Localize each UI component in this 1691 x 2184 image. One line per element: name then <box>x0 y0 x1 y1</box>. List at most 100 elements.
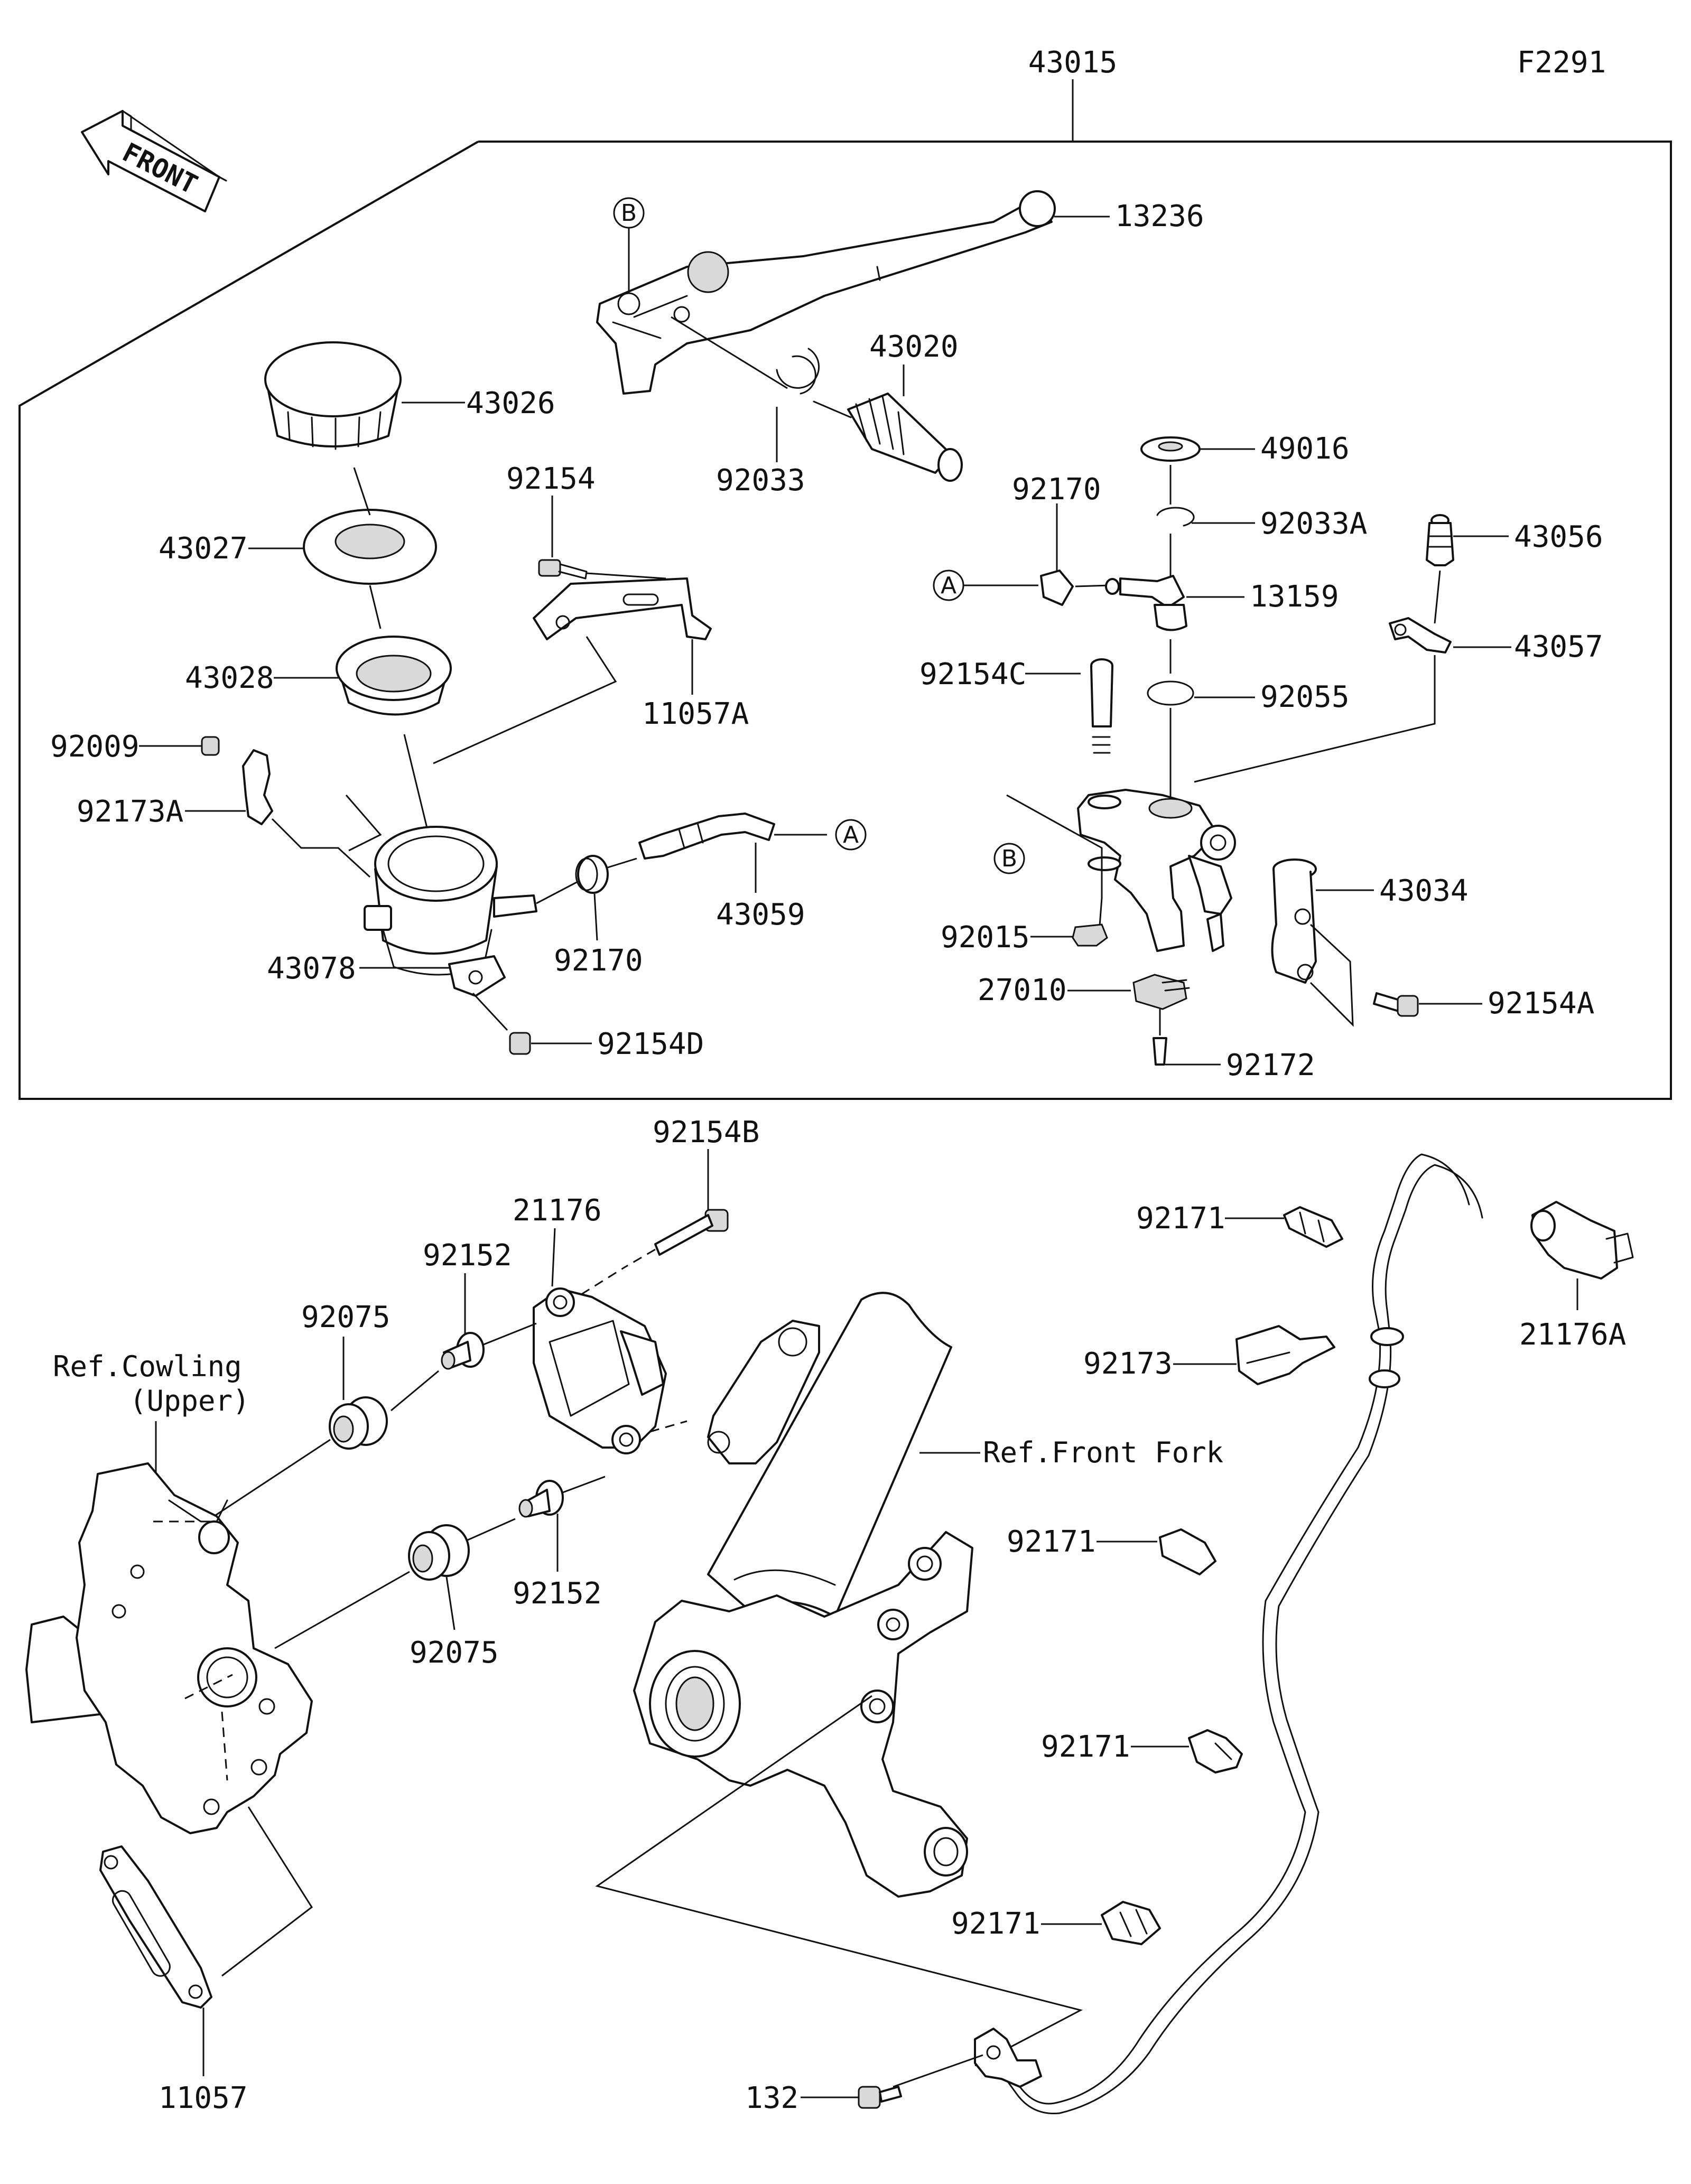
grommet-92075-lower <box>408 1524 470 1581</box>
label-43057: 43057 <box>1514 630 1603 664</box>
clip-92033a <box>1156 507 1195 527</box>
screw-92009 <box>201 736 220 756</box>
switch-27010 <box>1132 974 1190 1010</box>
label-13236: 13236 <box>1115 199 1204 234</box>
clamp-92173a <box>242 749 273 825</box>
fitting-13159 <box>1105 575 1187 631</box>
bolt-132 <box>858 2086 902 2109</box>
label-43034: 43034 <box>1379 874 1469 908</box>
label-43027: 43027 <box>159 531 248 566</box>
bolt-92154 <box>538 559 588 580</box>
label-132: 132 <box>745 2081 798 2115</box>
clip-92171-1 <box>1283 1206 1343 1248</box>
front-fork <box>633 1292 973 1898</box>
front-arrow-icon: FRONT <box>81 110 227 212</box>
ref-cowling-line2: (Upper) <box>129 1384 250 1417</box>
cowling-bracket <box>25 1462 313 1834</box>
cap-43057 <box>1389 617 1452 654</box>
assembly-frame <box>18 141 1672 1100</box>
clip-92171-2 <box>1159 1528 1216 1575</box>
reservoir-cap <box>264 341 402 450</box>
label-92055: 92055 <box>1260 680 1350 714</box>
sensor-21176a <box>995 1153 1634 2115</box>
label-21176a: 21176A <box>1519 1318 1626 1352</box>
label-92154c: 92154C <box>919 657 1026 692</box>
label-92173a: 92173A <box>77 795 183 829</box>
bleeder-43056 <box>1426 514 1454 566</box>
label-92154b: 92154B <box>653 1115 759 1150</box>
label-49016: 49016 <box>1260 432 1350 466</box>
piston-43020 <box>813 393 963 482</box>
label-43059: 43059 <box>716 898 805 932</box>
label-11057a: 11057A <box>642 697 749 731</box>
label-43026: 43026 <box>466 386 555 421</box>
label-92172: 92172 <box>1226 1048 1315 1082</box>
label-92033a: 92033A <box>1260 507 1367 541</box>
cap-49016 <box>1140 436 1201 462</box>
label-92171-1: 92171 <box>1136 1201 1225 1236</box>
oring-92055 <box>1147 680 1194 706</box>
sensor-21176 <box>533 1287 667 1454</box>
clamp-92173 <box>1235 1325 1335 1385</box>
master-cylinder-body <box>1077 789 1236 952</box>
brake-lever <box>596 190 1056 395</box>
label-43078: 43078 <box>267 951 356 986</box>
bolt-92154b <box>654 1209 729 1256</box>
label-92152-upper: 92152 <box>423 1238 512 1273</box>
callout-b-lever-text: B <box>621 200 637 227</box>
label-92170-upper: 92170 <box>1012 472 1101 507</box>
hose-43059 <box>638 813 775 860</box>
label-92009: 92009 <box>50 730 140 764</box>
clip-92171-4 <box>1101 1901 1161 1945</box>
grommet-92075-upper <box>329 1396 388 1450</box>
label-43028: 43028 <box>185 661 274 695</box>
diaphragm <box>336 636 452 716</box>
label-92152-lower: 92152 <box>513 1576 602 1611</box>
label-92154d: 92154D <box>597 1027 704 1061</box>
clip-92033 <box>776 348 820 395</box>
clip-92171-3 <box>1188 1729 1243 1774</box>
reservoir-43078 <box>364 826 537 997</box>
hose-clamp-92170-lower <box>575 855 609 894</box>
callout-a-upper-text: A <box>941 572 956 599</box>
callout-b-body-text: B <box>1001 845 1017 872</box>
callout-b-body <box>993 843 1025 874</box>
bolt-92154d <box>509 1032 531 1055</box>
label-92170-lower: 92170 <box>554 944 643 978</box>
diaphragm-plate <box>303 509 437 585</box>
screw-92172 <box>1153 1037 1167 1066</box>
bolt-92154c <box>1090 658 1113 754</box>
ref-cowling-line1: Ref.Cowling <box>53 1350 242 1383</box>
label-92015: 92015 <box>941 920 1030 955</box>
bolt-92154a <box>1373 992 1419 1017</box>
label-27010: 27010 <box>978 973 1067 1007</box>
speed-sensor <box>974 2028 1042 2088</box>
label-43020: 43020 <box>869 330 959 364</box>
label-11057: 11057 <box>159 2081 248 2115</box>
label-92171-2: 92171 <box>1007 1525 1096 1559</box>
label-13159: 13159 <box>1250 580 1339 614</box>
hose-clamp-92170-upper <box>1040 570 1074 606</box>
collar-92152-upper <box>441 1332 485 1370</box>
clamp-43034 <box>1271 858 1317 984</box>
label-21176: 21176 <box>513 1193 602 1228</box>
label-92173: 92173 <box>1083 1347 1173 1381</box>
label-92075-upper: 92075 <box>301 1300 391 1334</box>
nut-92015 <box>1072 923 1108 947</box>
label-43056: 43056 <box>1514 520 1603 554</box>
callout-a-hose <box>835 819 867 851</box>
label-92154: 92154 <box>506 462 596 496</box>
collar-92152-lower <box>518 1480 564 1518</box>
label-92033: 92033 <box>716 463 805 498</box>
callout-a-hose-text: A <box>843 822 859 848</box>
bracket-11057a <box>533 577 712 640</box>
label-92171-4: 92171 <box>951 1907 1040 1941</box>
ref-front-fork: Ref.Front Fork <box>983 1436 1223 1469</box>
bracket-11057 <box>99 1845 212 2009</box>
label-92154a: 92154A <box>1488 986 1594 1021</box>
label-92171-3: 92171 <box>1041 1730 1130 1764</box>
label-43015: 43015 <box>1028 45 1118 80</box>
figure-code: F2291 <box>1517 45 1606 80</box>
label-92075-lower: 92075 <box>410 1636 499 1670</box>
